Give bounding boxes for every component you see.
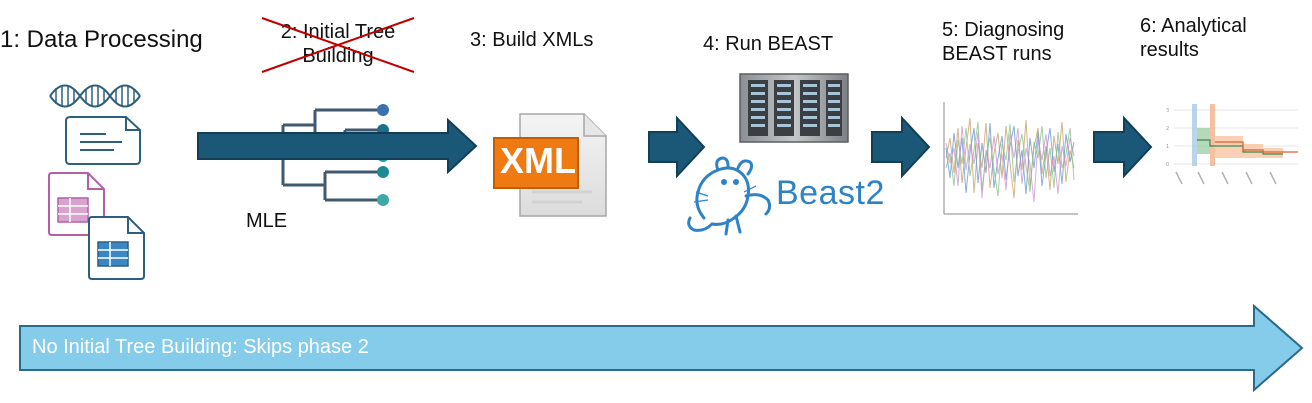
step-1-label: 1: Data Processing <box>0 26 203 53</box>
strike-through-mark <box>261 17 415 73</box>
phase-arrow-5-to-6 <box>1093 115 1153 179</box>
step-5-label: 5: Diagnosing BEAST runs <box>942 19 1065 65</box>
step-4-label: 4: Run BEAST <box>703 33 834 55</box>
banner-text: No Initial Tree Building: Skips phase 2 <box>32 336 369 358</box>
step-3-label: 3: Build XMLs <box>470 29 594 51</box>
phase-arrow-3-to-4 <box>648 115 706 179</box>
server-rack-icon <box>739 73 849 143</box>
results-chart-icon: 3 2 1 0 <box>1160 100 1300 196</box>
beast2-logo-text: Beast2 <box>776 174 885 212</box>
spreadsheet-icon-blue <box>88 216 145 280</box>
xml-file-icon <box>493 113 607 217</box>
beast2-rat-logo-icon <box>687 156 772 236</box>
document-icon <box>65 116 141 165</box>
trace-plot-icon <box>940 98 1080 220</box>
svg-text:2: 2 <box>1166 126 1169 132</box>
skip-phase-banner-arrow <box>19 303 1304 393</box>
dna-icon <box>49 84 141 108</box>
xml-icon-text: XML <box>500 140 576 181</box>
phase-arrow-1-to-3 <box>197 117 478 175</box>
svg-text:3: 3 <box>1166 108 1169 114</box>
svg-text:1: 1 <box>1166 144 1169 150</box>
mle-label: MLE <box>246 210 288 232</box>
svg-text:0: 0 <box>1166 162 1169 168</box>
phase-arrow-4-to-5 <box>871 115 931 179</box>
step-6-label: 6: Analytical results <box>1140 15 1247 61</box>
